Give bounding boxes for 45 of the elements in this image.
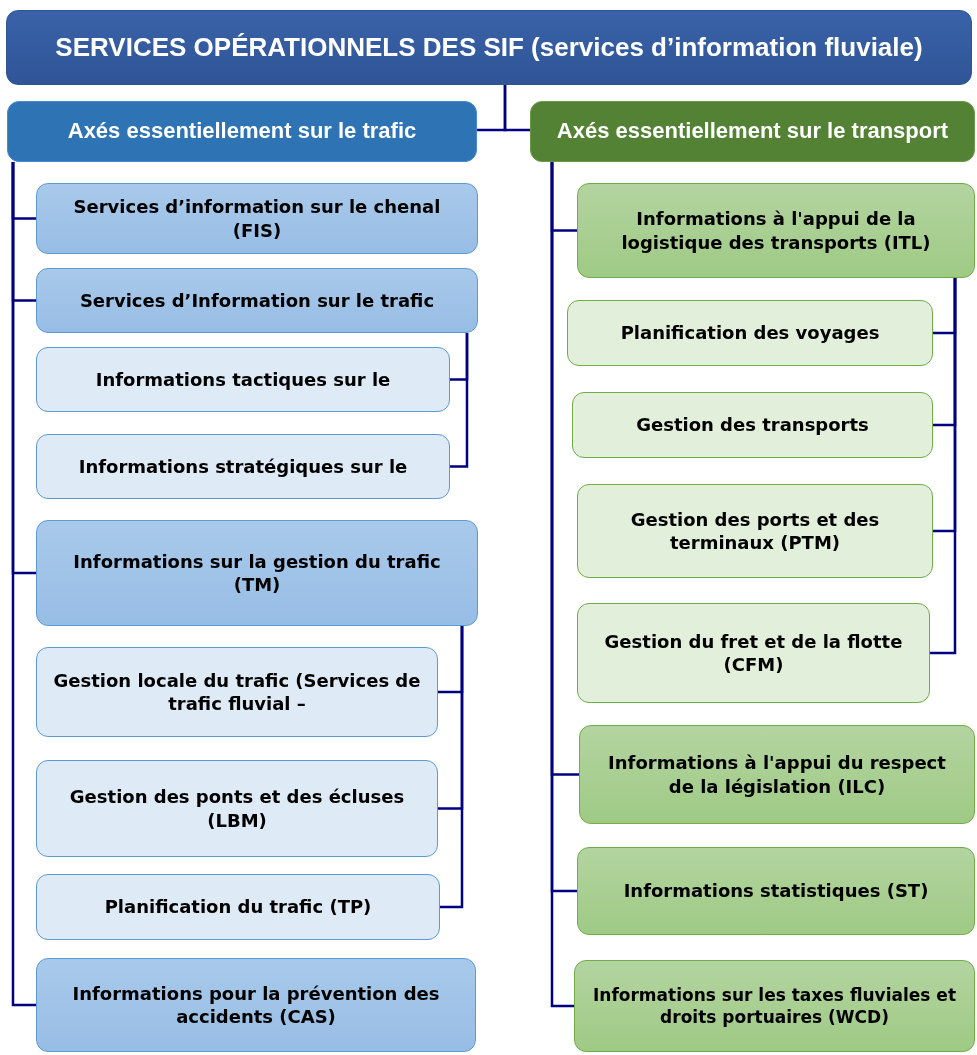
connector-line <box>930 278 957 655</box>
service-label: Gestion des transports <box>636 413 869 437</box>
service-label: Services d’information sur le chenal (FIS) <box>72 195 442 242</box>
connector-line <box>503 85 530 132</box>
service-label: Informations à l'appui de la logistique des transports (ITL) <box>620 207 932 254</box>
service-label: Informations tactiques sur le <box>95 367 391 392</box>
service-box <box>36 183 478 254</box>
sub-service-box <box>36 874 440 940</box>
service-box <box>36 268 478 333</box>
service-label: Gestion des ponts et des écluses (LBM) <box>68 785 406 832</box>
service-box <box>36 520 478 626</box>
service-label: Informations pour la prévention des accidents (CAS) <box>71 981 441 1029</box>
service-box <box>579 725 975 824</box>
service-label: Informations sur la gestion du trafic (TM) <box>72 549 442 597</box>
service-label: Gestion locale du trafic (Services de trafic fluvial – <box>52 668 422 716</box>
service-label: Informations stratégiques sur le <box>78 454 408 479</box>
service-box <box>577 847 975 935</box>
sub-service-box <box>36 760 438 857</box>
sub-service-box <box>567 300 933 366</box>
connector-line <box>450 333 469 468</box>
service-label: Planification du trafic (TP) <box>104 895 372 919</box>
service-label: Planification des voyages <box>620 321 880 345</box>
service-label: Gestion du fret et de la flotte (CFM) <box>603 629 904 677</box>
category-header <box>7 101 477 162</box>
service-label: Services d’Information sur le trafic <box>79 288 435 313</box>
service-label: Informations sur les taxes fluviales et droits portuaires (WCD) <box>592 983 957 1029</box>
connector-line <box>11 162 36 1007</box>
service-label: Informations à l'appui du respect de la législation (ILC) <box>607 751 947 798</box>
service-box <box>36 958 476 1052</box>
sub-service-box <box>36 434 450 499</box>
service-box <box>574 960 975 1052</box>
title-banner: SERVICES OPÉRATIONNELS DES SIF (services d’information fluviale) <box>6 10 972 85</box>
sub-service-box <box>36 347 450 412</box>
sub-service-box <box>36 647 438 737</box>
connector-line <box>550 162 574 1008</box>
service-label: Axés essentiellement sur le trafic <box>67 117 417 146</box>
service-box <box>577 183 975 278</box>
sub-service-box <box>577 484 933 578</box>
service-label: Axés essentiellement sur le transport <box>556 117 949 146</box>
service-label: Informations statistiques (ST) <box>623 879 929 903</box>
service-label: Gestion des ports et des terminaux (PTM) <box>629 507 881 555</box>
sub-service-box <box>577 603 930 703</box>
sub-service-box <box>572 392 933 458</box>
category-header <box>530 101 975 162</box>
connector-line <box>440 626 464 909</box>
